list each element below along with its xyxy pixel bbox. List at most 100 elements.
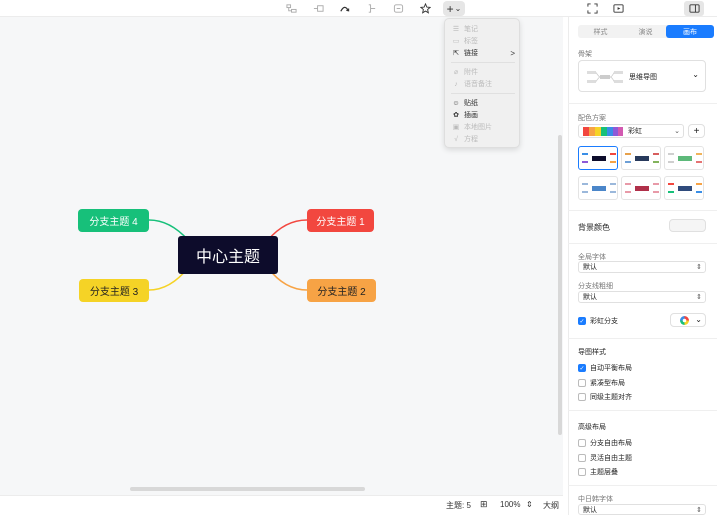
menu-item-equation[interactable]: √方程 — [451, 133, 517, 145]
add-icon: + — [446, 1, 454, 16]
panel-divider — [568, 338, 717, 339]
fullscreen-icon[interactable] — [584, 1, 600, 16]
palette-swatch-4[interactable] — [578, 176, 618, 200]
branch-line-select[interactable]: 默认 ⇕ — [578, 291, 706, 303]
panel-divider — [568, 103, 717, 104]
menu-item-note[interactable]: ☰笔记 — [452, 26, 478, 33]
microphone-icon: ♪ — [454, 80, 458, 88]
checkmark-icon: ✓ — [578, 317, 586, 325]
free-branch-checkbox[interactable]: 分支自由布局 — [578, 438, 632, 448]
book-icon[interactable]: ⊞ — [480, 499, 488, 509]
palette-swatch-6[interactable] — [664, 176, 704, 200]
chevron-down-icon: ⌄ — [695, 315, 702, 324]
palette-label: 配色方案 — [578, 115, 606, 122]
menu-item-local-image[interactable]: ▣本地图片 — [452, 124, 492, 131]
color-wheel-icon — [680, 316, 689, 325]
subtopic-icon[interactable] — [283, 1, 299, 16]
tab-style[interactable]: 样式 — [593, 28, 608, 36]
central-topic[interactable]: 中心主题 — [178, 236, 278, 274]
menu-divider — [451, 62, 515, 63]
panel-divider — [568, 410, 717, 411]
status-bar: 主题: 5 ⊞ 100% ⇕ 大纲 — [0, 495, 563, 515]
palette-select[interactable]: 彩虹 ⌄ — [578, 124, 684, 138]
mindmap-structure-icon — [587, 71, 623, 83]
branch-topic-2[interactable]: 分支主题 2 — [307, 279, 376, 302]
panel-divider — [568, 485, 717, 486]
branch-topic-1[interactable]: 分支主题 1 — [307, 209, 374, 232]
topic-count: 主题: 5 — [446, 501, 471, 510]
zoom-stepper-icon[interactable]: ⇕ — [526, 500, 533, 509]
relation-icon[interactable] — [336, 1, 352, 16]
equation-icon: √ — [454, 135, 458, 143]
tab-canvas[interactable]: 画布 — [666, 25, 714, 38]
advanced-layout-label: 高级布局 — [578, 424, 606, 431]
branch-topic-4[interactable]: 分支主题 4 — [78, 209, 149, 232]
chevron-down-icon: ⌄ — [674, 128, 680, 135]
rainbow-branch-checkbox[interactable]: ✓ 彩虹分支 — [578, 317, 618, 325]
checkmark-icon: ✓ — [578, 364, 586, 372]
panel-divider — [568, 210, 717, 211]
boundary-icon[interactable] — [390, 1, 406, 16]
branch-topic-3[interactable]: 分支主题 3 — [79, 279, 149, 302]
add-button[interactable]: + ⌄ — [443, 1, 465, 16]
branch-line-label: 分支线粗细 — [578, 283, 613, 290]
chevron-down-icon: ⌄ — [454, 3, 462, 13]
insert-menu: ☰笔记 ▭标签 ⇱链接> ⌀附件 ♪语音备注 ☺贴纸 ✿插画 ▣本地图片 √方程 — [444, 18, 520, 148]
align-same-level-checkbox[interactable]: 同级主题对齐 — [578, 392, 632, 402]
present-icon[interactable] — [610, 1, 626, 16]
rainbow-palette-icon — [583, 126, 623, 136]
rainbow-color-picker[interactable]: ⌄ — [670, 313, 706, 327]
cjk-font-label: 中日韩字体 — [578, 496, 613, 503]
top-toolbar: + ⌄ — [0, 0, 717, 17]
skeleton-value: 思维导图 — [629, 74, 657, 81]
sticker-icon: ☺ — [452, 99, 460, 107]
palette-swatch-2[interactable] — [621, 146, 661, 170]
zoom-level[interactable]: 100% — [500, 500, 521, 509]
palette-swatch-5[interactable] — [621, 176, 661, 200]
chevron-down-icon: ⌄ — [692, 70, 699, 79]
panel-divider — [568, 243, 717, 244]
palette-swatch-3[interactable] — [664, 146, 704, 170]
map-style-label: 导图样式 — [578, 349, 606, 356]
chevron-updown-icon: ⇕ — [696, 506, 702, 514]
palette-swatch-1[interactable] — [578, 146, 618, 170]
global-font-label: 全局字体 — [578, 254, 606, 261]
add-palette-button[interactable]: + — [688, 124, 705, 138]
cjk-font-select[interactable]: 默认 ⇕ — [578, 504, 706, 515]
paperclip-icon: ⌀ — [453, 69, 459, 76]
link-icon: ⇱ — [453, 50, 459, 57]
background-color-picker[interactable] — [669, 219, 706, 232]
background-color-label: 背景颜色 — [578, 223, 610, 232]
menu-item-attachment[interactable]: ⌀附件 — [451, 66, 517, 78]
compact-layout-checkbox[interactable]: 紧凑型布局 — [578, 378, 625, 388]
menu-item-label[interactable]: ▭标签 — [452, 38, 478, 45]
tab-pitch[interactable]: 演说 — [638, 28, 653, 36]
panel-tabs: 样式 演说 画布 — [578, 25, 714, 38]
chevron-right-icon: > — [510, 48, 515, 58]
skeleton-select[interactable]: 思维导图 ⌄ — [578, 60, 706, 92]
star-icon[interactable] — [417, 1, 433, 16]
image-icon: ▣ — [452, 124, 460, 131]
topic-overlap-checkbox[interactable]: 主题层叠 — [578, 467, 618, 477]
horizontal-scrollbar[interactable] — [130, 487, 365, 491]
menu-item-illustration[interactable]: ✿插画 — [451, 109, 517, 121]
sidebar-toggle-icon[interactable] — [684, 1, 704, 16]
vertical-scrollbar[interactable] — [558, 135, 562, 435]
summary-icon[interactable] — [363, 1, 379, 16]
menu-item-voice-note[interactable]: ♪语音备注 — [451, 78, 517, 90]
note-icon: ☰ — [452, 26, 460, 33]
sibling-topic-icon[interactable] — [310, 1, 326, 16]
chevron-updown-icon: ⇕ — [696, 294, 702, 301]
menu-item-sticker[interactable]: ☺贴纸 — [452, 99, 478, 108]
auto-balance-checkbox[interactable]: ✓ 自动平衡布局 — [578, 364, 632, 372]
global-font-select[interactable]: 默认 ⇕ — [578, 261, 706, 273]
menu-divider — [451, 93, 515, 94]
menu-item-link[interactable]: ⇱链接> — [451, 47, 517, 59]
free-topic-checkbox[interactable]: 灵活自由主题 — [578, 453, 632, 463]
illustration-icon: ✿ — [453, 112, 459, 119]
tag-icon: ▭ — [452, 38, 460, 45]
chevron-updown-icon: ⇕ — [696, 264, 702, 271]
skeleton-label: 骨架 — [578, 51, 592, 58]
outline-button[interactable]: 大纲 — [543, 501, 559, 510]
palette-value: 彩虹 — [628, 128, 642, 135]
